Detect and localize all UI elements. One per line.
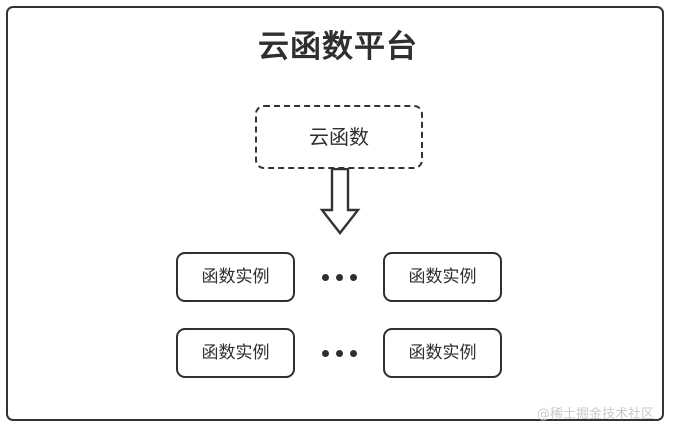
cloud-function-node-label: 云函数 (309, 125, 369, 149)
ellipsis-dot (321, 273, 329, 281)
watermark: @稀土掘金技术社区 (536, 407, 654, 422)
ellipsis-icon (313, 252, 365, 302)
down-block-arrow-icon (318, 168, 362, 236)
ellipsis-dot (335, 349, 343, 357)
function-instance-label: 函数实例 (201, 267, 270, 287)
instance-row-1: 函数实例 函数实例 (0, 252, 676, 302)
ellipsis-dot (349, 273, 357, 281)
instance-row-2: 函数实例 函数实例 (0, 328, 676, 378)
function-instance-label: 函数实例 (408, 343, 477, 363)
function-instance-box: 函数实例 (176, 252, 295, 302)
page-title: 云函数平台 (258, 29, 418, 65)
ellipsis-dot (335, 273, 343, 281)
ellipsis-dot (349, 349, 357, 357)
function-instance-box: 函数实例 (383, 252, 502, 302)
function-instance-box: 函数实例 (176, 328, 295, 378)
function-instance-label: 函数实例 (201, 343, 270, 363)
ellipsis-icon (313, 328, 365, 378)
function-instance-box: 函数实例 (383, 328, 502, 378)
function-instance-label: 函数实例 (408, 267, 477, 287)
ellipsis-dot (321, 349, 329, 357)
cloud-function-node: 云函数 (255, 105, 423, 169)
